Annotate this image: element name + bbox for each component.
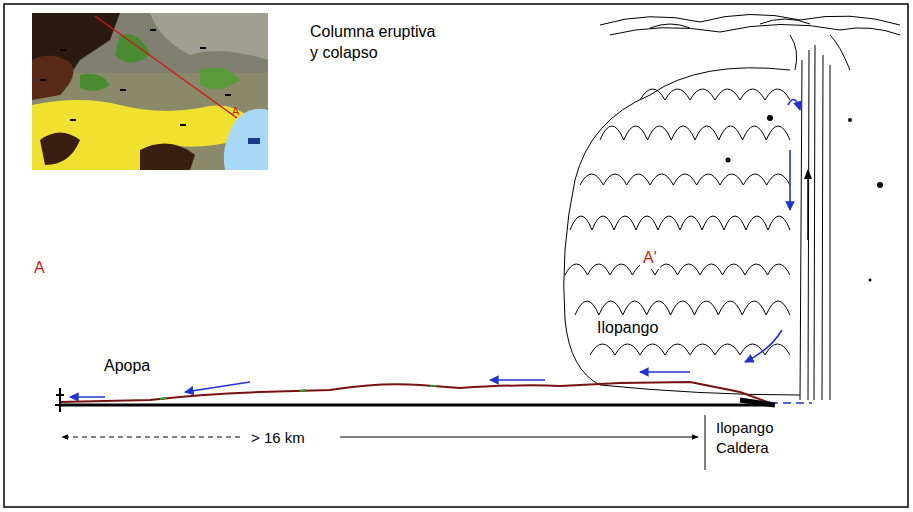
- cloud-scallop: [640, 89, 790, 100]
- eruption-column: [600, 14, 900, 400]
- terrain-profile: [55, 382, 775, 412]
- cloud-scallop: [600, 126, 790, 140]
- cloud-scallop: [580, 174, 790, 185]
- collapse-cloud: [564, 68, 800, 395]
- cloud-scallop: [575, 301, 790, 315]
- place-label: Ilopango Caldera: [716, 418, 792, 457]
- distance-label: > 16 km: [248, 428, 308, 448]
- flow-arrows: [70, 100, 812, 403]
- frame: [4, 4, 908, 507]
- cloud-outline: [564, 68, 800, 395]
- inset-map: [32, 13, 268, 170]
- map-point-label: A: [232, 104, 239, 118]
- section-point-label: A: [34, 258, 45, 279]
- ejecta-dots: [726, 115, 884, 282]
- distance-line: [62, 415, 705, 470]
- place-label: Ilopango: [594, 318, 661, 339]
- cloud-scallop: [570, 216, 790, 230]
- column-title: Columna eruptiva y colapso: [310, 22, 442, 64]
- section-point-label: A': [640, 248, 660, 269]
- cloud-scallop: [565, 264, 790, 275]
- place-label: Apopa: [104, 356, 150, 377]
